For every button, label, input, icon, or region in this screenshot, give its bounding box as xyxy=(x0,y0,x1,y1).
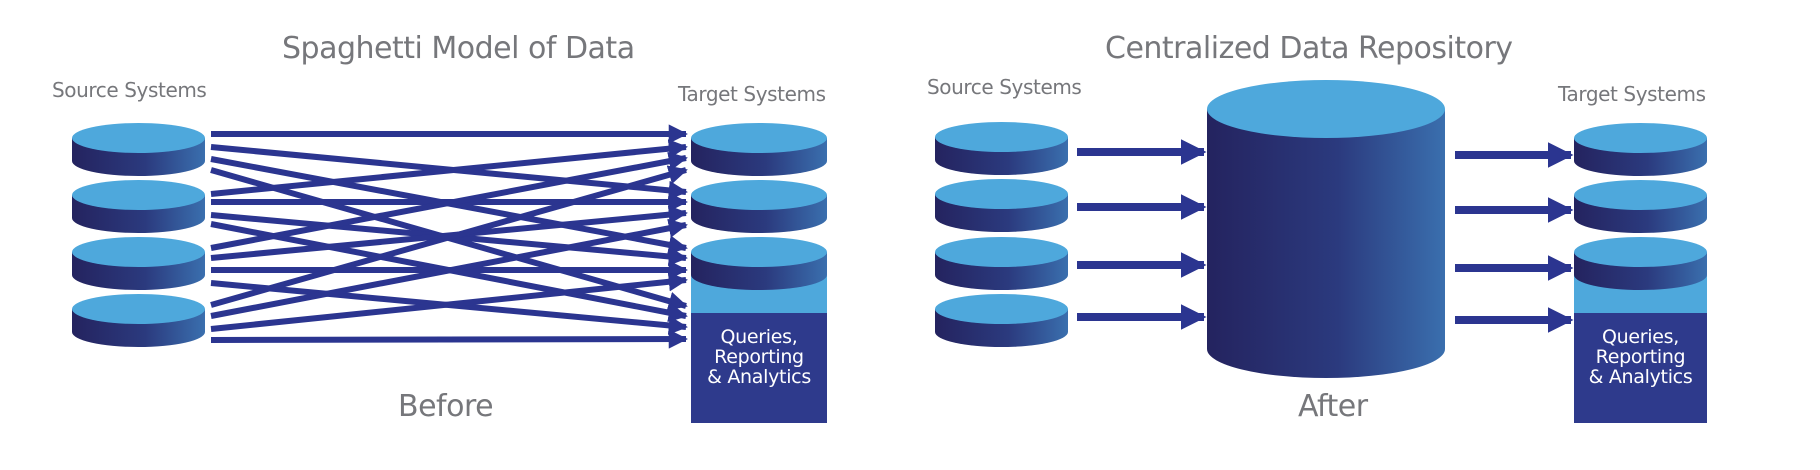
before-caption: Before xyxy=(398,389,494,424)
after-target-database xyxy=(1574,237,1707,290)
after-source-database xyxy=(935,237,1068,290)
cylinder-top xyxy=(72,237,205,267)
before-target-database xyxy=(691,237,827,290)
spaghetti-arrow xyxy=(210,139,688,197)
cylinder-top xyxy=(691,180,827,210)
before-title: Spaghetti Model of Data xyxy=(282,31,635,66)
before-target-database xyxy=(691,180,827,233)
after-query-box: Queries, Reporting & Analytics xyxy=(1574,313,1707,423)
after-source-database xyxy=(935,179,1068,232)
cylinder-body xyxy=(1207,109,1445,378)
before-source-database xyxy=(72,294,206,348)
cylinder-top xyxy=(72,123,205,153)
after-target-database xyxy=(1574,180,1707,233)
spaghetti-arrow xyxy=(210,218,688,319)
cylinder-top xyxy=(72,294,205,324)
cylinder-top xyxy=(935,237,1068,267)
query-line: Reporting xyxy=(1595,346,1686,368)
after-title: Centralized Data Repository xyxy=(1105,31,1513,66)
cylinder-top xyxy=(935,179,1068,209)
cylinder-top xyxy=(1574,123,1707,153)
before-target-database xyxy=(691,123,827,176)
cylinder-top xyxy=(935,294,1068,324)
spaghetti-arrow xyxy=(210,272,688,332)
after-target-label: Target Systems xyxy=(1558,82,1706,106)
before-source-database xyxy=(72,237,206,290)
cylinder-top xyxy=(691,237,827,267)
after-target-database xyxy=(1574,123,1707,176)
cylinder-top xyxy=(72,180,205,210)
after-caption: After xyxy=(1298,389,1368,424)
spaghetti-arrow xyxy=(210,165,688,308)
after-source-label: Source Systems xyxy=(927,75,1082,99)
before-source-label: Source Systems xyxy=(52,78,207,102)
cylinder-top xyxy=(1207,80,1445,138)
cylinder-top xyxy=(1574,237,1707,267)
query-line: Reporting xyxy=(714,346,804,368)
after-source-database xyxy=(935,122,1068,175)
before-source-database xyxy=(72,123,206,176)
after-source-database xyxy=(935,294,1068,347)
cylinder-top xyxy=(691,123,827,153)
cylinder-top xyxy=(1574,180,1707,210)
spaghetti-arrow xyxy=(210,151,688,251)
before-source-database xyxy=(72,180,206,233)
query-line: & Analytics xyxy=(1588,366,1693,388)
cylinder-top xyxy=(935,122,1068,152)
query-line: Queries, xyxy=(1601,326,1679,348)
query-line: & Analytics xyxy=(707,366,811,388)
spaghetti-arrow xyxy=(210,329,688,349)
before-query-box: Queries, Reporting & Analytics xyxy=(691,313,827,423)
before-target-label: Target Systems xyxy=(678,82,826,106)
query-line: Queries, xyxy=(720,326,798,348)
spaghetti-connections xyxy=(210,124,688,349)
diagram-shapes xyxy=(72,80,1707,378)
central-repository-cylinder xyxy=(1207,80,1445,378)
